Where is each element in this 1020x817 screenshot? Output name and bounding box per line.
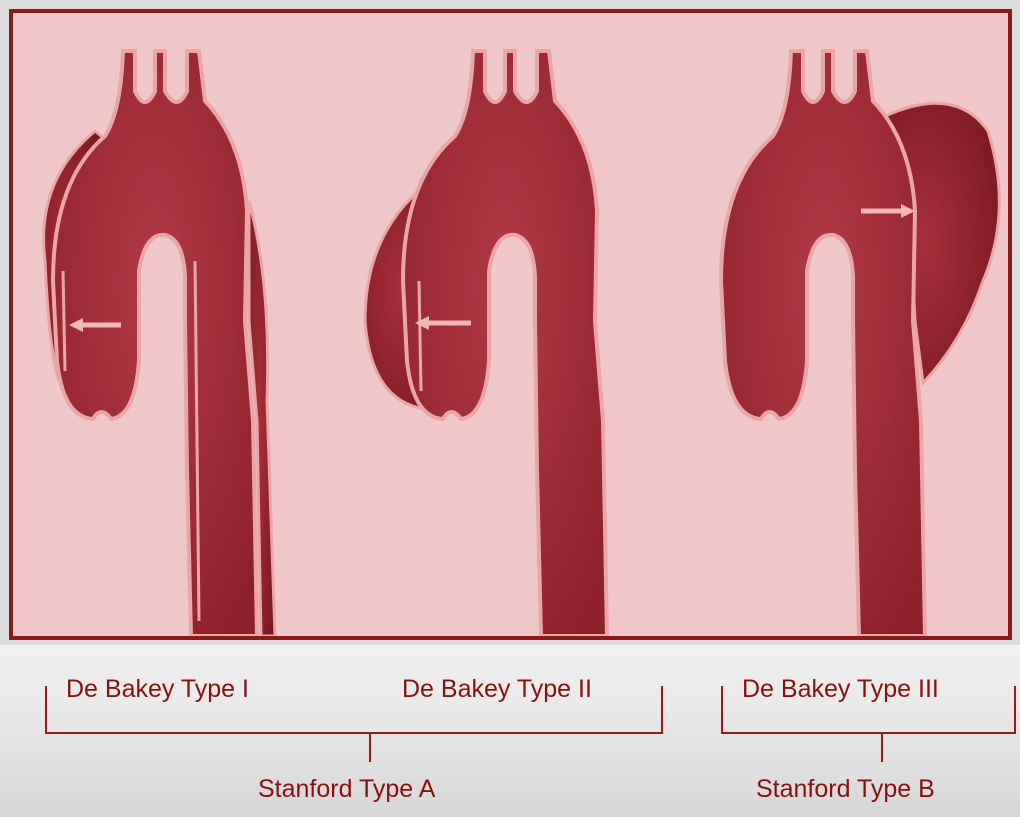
debakey-type-2-label: De Bakey Type II <box>402 675 592 704</box>
aorta-debakey-type-2 <box>365 51 607 636</box>
debakey-type-3-label: De Bakey Type III <box>742 675 939 704</box>
aorta-debakey-type-1 <box>44 51 275 636</box>
stanford-type-b-label: Stanford Type B <box>756 775 935 804</box>
aorta-debakey-type-3 <box>721 51 999 636</box>
stanford-type-a-label: Stanford Type A <box>258 775 435 804</box>
classification-legend: De Bakey Type I De Bakey Type II De Bake… <box>0 645 1020 817</box>
aortic-dissection-illustration <box>9 9 1012 640</box>
debakey-type-1-label: De Bakey Type I <box>66 675 249 704</box>
